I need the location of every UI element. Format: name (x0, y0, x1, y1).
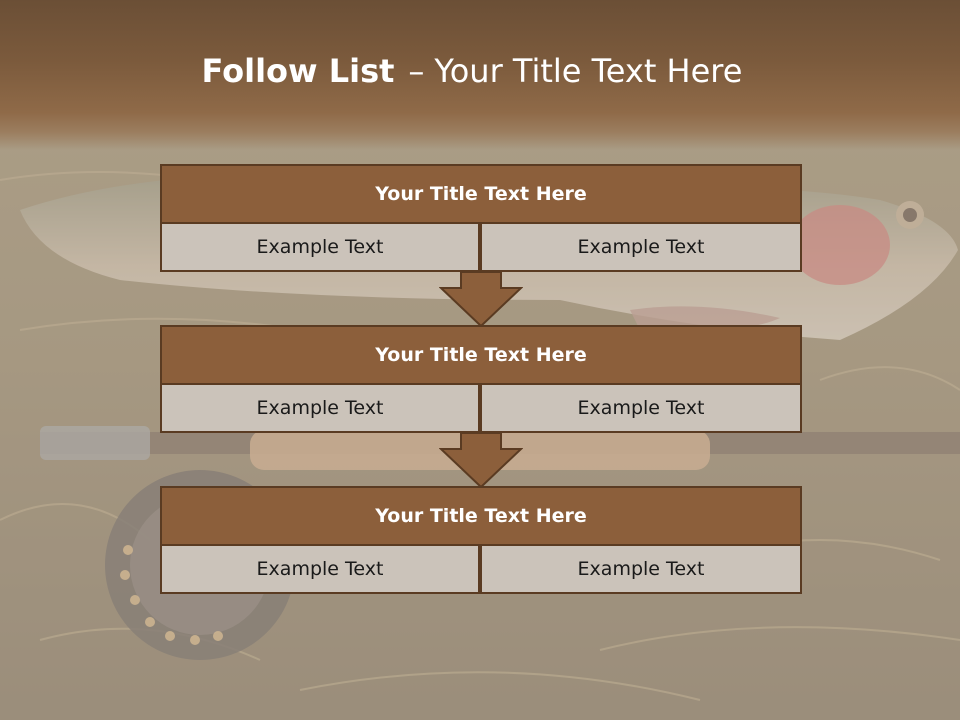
down-arrow-icon (439, 272, 523, 328)
block-cell-right: Example Text (480, 544, 802, 594)
header-band (0, 0, 960, 150)
block-cell-right: Example Text (480, 383, 802, 433)
slide-title-bold: Follow List (201, 52, 395, 90)
list-block-2: Your Title Text Here Example Text Exampl… (160, 325, 802, 433)
down-arrow-icon (439, 433, 523, 489)
block-cell-left: Example Text (160, 383, 480, 433)
block-cell-left: Example Text (160, 544, 480, 594)
block-title: Your Title Text Here (160, 325, 802, 385)
block-cell-right: Example Text (480, 222, 802, 272)
block-title: Your Title Text Here (160, 164, 802, 224)
slide-title-rest: Your Title Text Here (434, 52, 743, 90)
block-title: Your Title Text Here (160, 486, 802, 546)
slide-title: Follow List–Your Title Text Here (0, 52, 944, 90)
list-block-3: Your Title Text Here Example Text Exampl… (160, 486, 802, 594)
list-block-1: Your Title Text Here Example Text Exampl… (160, 164, 802, 272)
block-cell-left: Example Text (160, 222, 480, 272)
slide-title-dash: – (408, 52, 425, 90)
